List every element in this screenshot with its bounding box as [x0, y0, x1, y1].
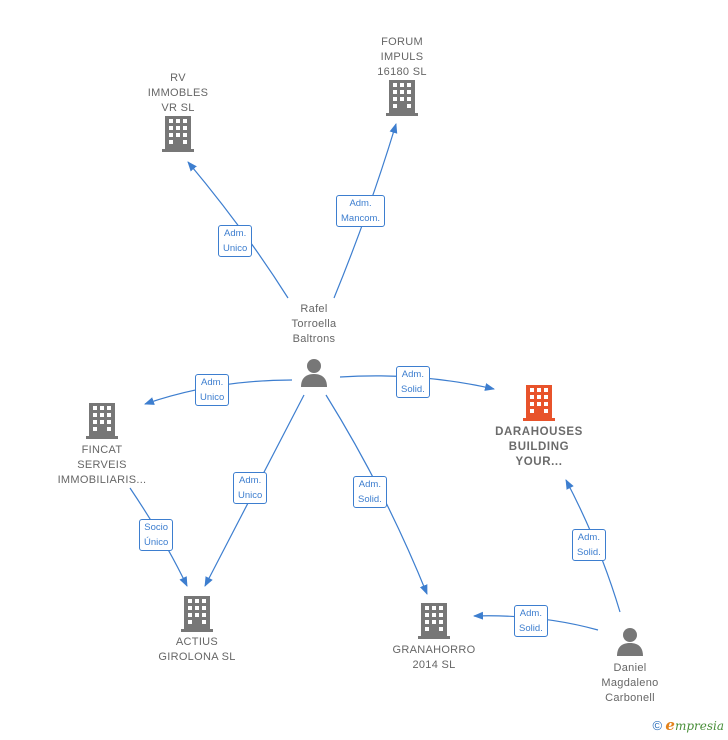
person-icon [617, 628, 643, 656]
relation-label-daniel-darahouses: Adm.Solid. [572, 529, 606, 561]
building-icon [386, 80, 418, 116]
copyright-symbol: © [652, 718, 663, 733]
relation-label-rafel-rv: Adm.Unico [218, 225, 253, 257]
building-icon [523, 385, 555, 421]
relation-label-rafel-forum: Adm.Mancom. [336, 195, 386, 227]
building-icon [418, 603, 450, 639]
building-icon [86, 403, 118, 439]
empresia-watermark: © empresia [652, 716, 724, 734]
building-icon [181, 596, 213, 632]
building-icon [162, 116, 194, 152]
relation-label-rafel-actius: Adm.Unico [233, 472, 268, 504]
relation-label-daniel-granahorro: Adm.Solid. [514, 605, 548, 637]
brand-logo: empresia [665, 716, 724, 734]
relation-label-rafel-fincat: Adm.Unico [195, 374, 230, 406]
relation-label-rafel-granahorro: Adm.Solid. [353, 476, 387, 508]
person-icon [301, 359, 327, 387]
relation-label-rafel-darahouses: Adm.Solid. [396, 366, 430, 398]
